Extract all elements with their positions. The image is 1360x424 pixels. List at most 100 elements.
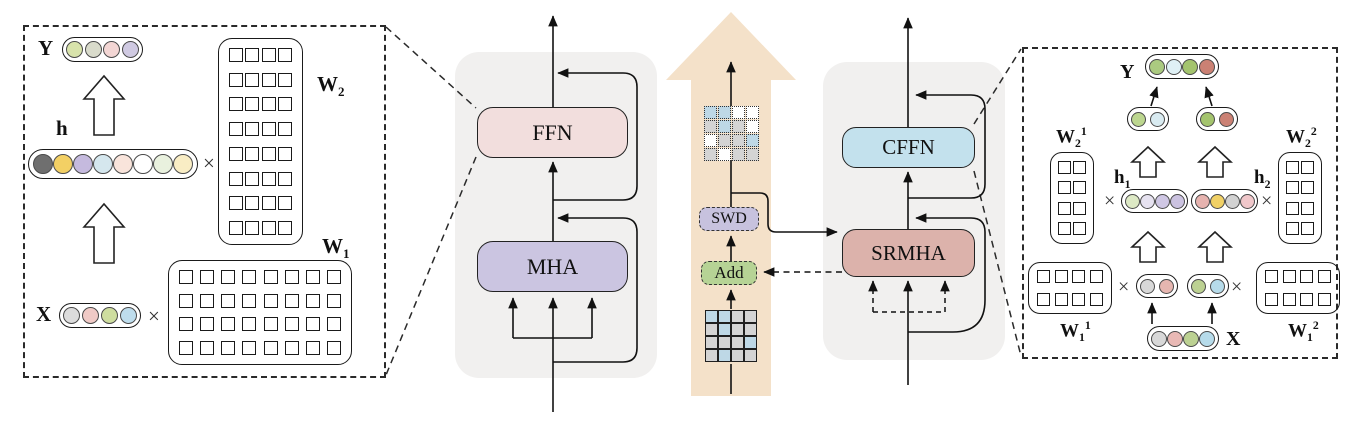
vector-dot	[1210, 193, 1225, 209]
weight-cell	[229, 48, 243, 62]
weight-cell	[229, 72, 243, 87]
grid-cell	[704, 134, 717, 147]
grid-cell	[746, 148, 759, 161]
right-split-top-left	[1127, 107, 1169, 131]
hollow-block-arrows	[82, 74, 1234, 264]
weight-cell	[221, 340, 236, 355]
weight-cell	[1317, 293, 1331, 306]
grid-cell	[731, 336, 744, 349]
right-x-label: X	[1226, 328, 1241, 350]
weight-cell	[284, 270, 299, 284]
grid-cell	[718, 310, 731, 323]
weight-cell	[1300, 293, 1314, 306]
weight-cell	[242, 270, 257, 284]
right-times-x2: ×	[1231, 276, 1243, 298]
weight-cell	[200, 293, 215, 308]
left-w1-matrix	[168, 260, 352, 365]
cffn-zoom-panel	[1022, 47, 1338, 359]
left-x-vector	[59, 303, 141, 328]
weight-cell	[1286, 221, 1299, 235]
weight-cell	[261, 171, 276, 186]
vector-dot	[101, 307, 118, 324]
left-w1-label: W1	[322, 234, 350, 262]
weight-cell	[263, 270, 278, 284]
weight-cell	[245, 122, 260, 137]
mha-label: MHA	[526, 253, 579, 279]
grid-cell	[731, 349, 744, 362]
grid-cell	[705, 349, 718, 362]
right-w1-2-matrix	[1256, 262, 1340, 314]
grid-cell	[704, 120, 717, 133]
weight-cell	[245, 48, 260, 62]
vector-dot	[1150, 111, 1165, 127]
grid-cell	[718, 106, 731, 119]
right-w1-2-label: W12	[1288, 319, 1319, 345]
vector-dot	[1149, 58, 1165, 75]
weight-cell	[277, 48, 292, 62]
right-split-bottom-left	[1136, 274, 1178, 298]
weight-cell	[1317, 270, 1331, 283]
ffn-block: FFN	[477, 107, 628, 158]
weight-cell	[242, 317, 257, 332]
vector-dot	[1125, 193, 1140, 209]
vector-dot	[120, 307, 137, 324]
grid-cell	[744, 310, 757, 323]
vector-dot	[1131, 111, 1146, 127]
weight-cell	[263, 293, 278, 308]
weight-cell	[1073, 181, 1086, 195]
right-y-vector	[1145, 54, 1219, 79]
attention-grid-bottom	[705, 310, 757, 362]
grid-cell	[718, 148, 731, 161]
weight-cell	[179, 317, 193, 332]
weight-cell	[277, 146, 292, 161]
weight-cell	[1037, 293, 1050, 306]
vector-dot	[1182, 58, 1199, 75]
grid-cell	[705, 336, 718, 349]
weight-cell	[1089, 270, 1103, 283]
grid-cell	[731, 323, 744, 336]
weight-cell	[1301, 181, 1314, 195]
left-x-label: X	[36, 302, 52, 326]
vector-dot	[1183, 330, 1199, 347]
vector-dot	[63, 307, 80, 324]
vector-dot	[121, 41, 139, 58]
vector-dot	[1195, 193, 1210, 209]
vector-dot	[1165, 58, 1182, 75]
weight-cell	[200, 270, 215, 284]
weight-cell	[1282, 293, 1296, 306]
left-h-vector	[28, 149, 198, 179]
weight-cell	[326, 293, 341, 308]
weight-cell	[245, 171, 260, 186]
weight-cell	[229, 220, 243, 235]
weight-cell	[1265, 270, 1278, 283]
weight-cell	[277, 196, 292, 211]
decoder-connectors	[731, 17, 986, 385]
weight-cell	[221, 293, 236, 308]
right-w2-1-label: W21	[1056, 125, 1087, 151]
vector-dot	[1170, 193, 1185, 209]
weight-cell	[277, 122, 292, 137]
weight-cell	[277, 72, 292, 87]
grid-cell	[732, 120, 745, 133]
right-panel-arrows	[1147, 86, 1217, 324]
right-x-vector	[1147, 326, 1219, 351]
grid-cell	[718, 349, 731, 362]
attention-grid-top	[704, 106, 759, 161]
weight-cell	[229, 146, 243, 161]
grid-cell	[744, 323, 757, 336]
vector-dot	[84, 41, 102, 58]
weight-cell	[1286, 161, 1299, 174]
weight-cell	[284, 340, 299, 355]
weight-cell	[1286, 181, 1299, 195]
vector-dot	[1210, 278, 1225, 294]
grid-cell	[732, 148, 745, 161]
vector-dot	[103, 41, 121, 58]
weight-cell	[1058, 181, 1071, 195]
vector-dot	[1167, 330, 1183, 347]
right-w2-1-matrix	[1050, 152, 1094, 244]
weight-cell	[1301, 201, 1314, 215]
grid-cell	[732, 106, 745, 119]
vector-dot	[66, 41, 83, 58]
grid-cell	[746, 134, 759, 147]
